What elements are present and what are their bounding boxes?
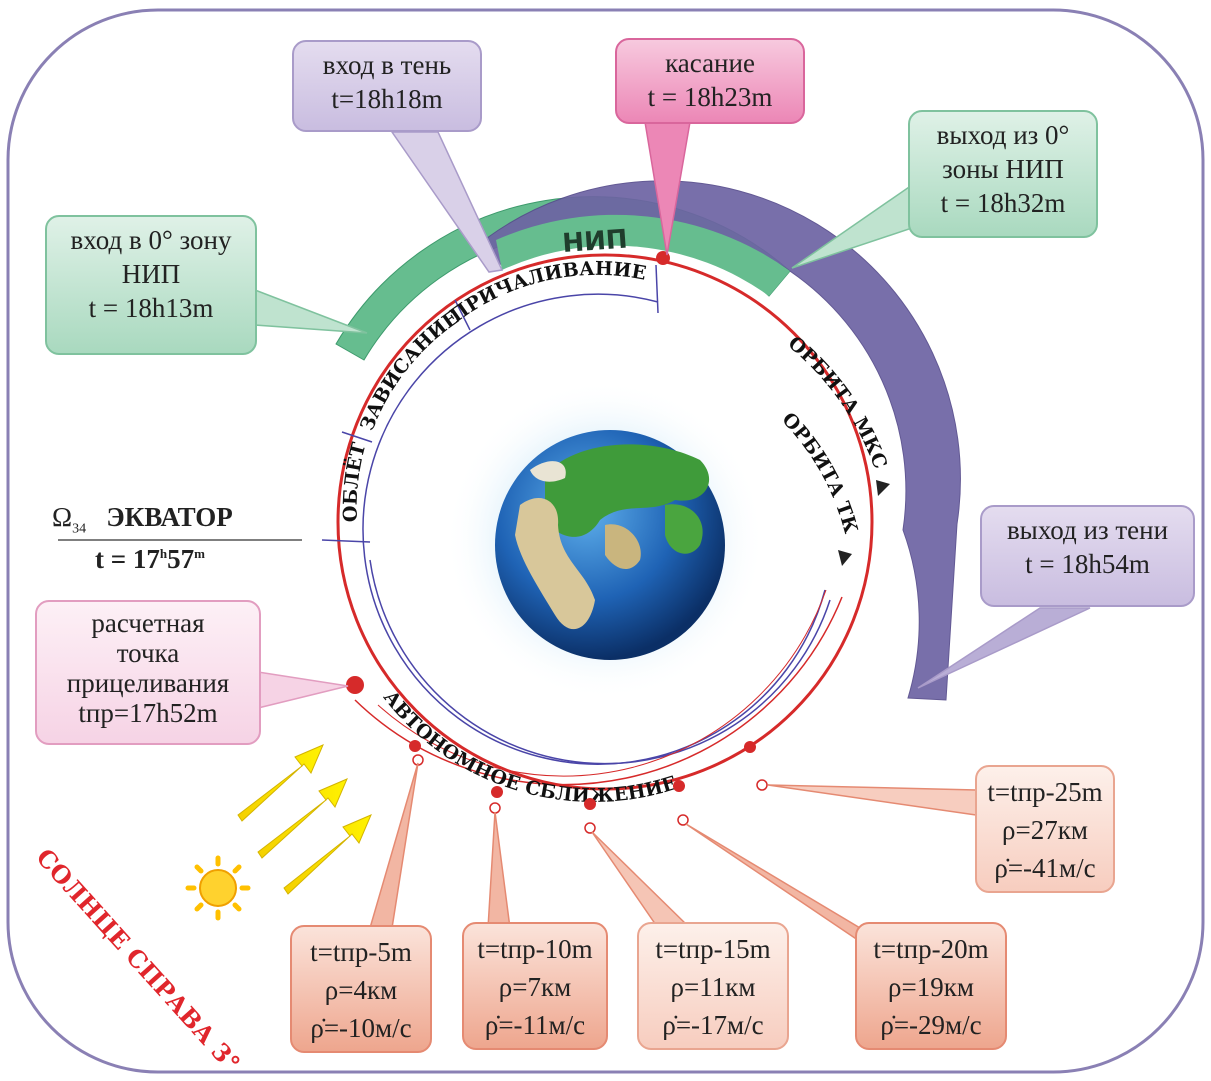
mks-direction-arrow-icon [876, 480, 890, 496]
traj-point-10 [489, 802, 501, 814]
marker-15 [584, 798, 596, 810]
omega-subscript: 34 [72, 521, 87, 537]
equator-label: Ω34 ЭКВАТОР [52, 502, 233, 537]
callout-p25: t=tпр-25m ρ=27км ρ̇=-41м/с [975, 765, 1115, 893]
sun-arrows [237, 744, 372, 895]
marker-5 [409, 740, 421, 752]
traj-point-20 [677, 814, 689, 826]
earth-icon [495, 430, 725, 660]
tail-shadow-in [390, 131, 504, 273]
callout-p20: t=tпр-20m ρ=19км ρ̇=-29м/с [855, 922, 1007, 1050]
divider-oblet [341, 431, 373, 443]
nip-label-band [496, 214, 790, 296]
approach-trajectory-inner [377, 589, 827, 777]
callout-touch: касание t = 18h23m [615, 38, 805, 124]
divider-zavis [454, 299, 471, 331]
callout-shadow-out: выход из тени t = 18h54m [980, 505, 1195, 607]
sun-icon [185, 855, 251, 921]
divider-pricha [655, 264, 659, 314]
callout-p15: t=tпр-15m ρ=11км ρ̇=-17м/с [637, 922, 789, 1050]
equator-time: t = 17h57m [95, 544, 205, 574]
callout-p5: t=tпр-5m ρ=4км ρ̇=-10м/с [290, 925, 432, 1053]
station-orbit-circle [336, 253, 874, 791]
tk-orbit-lower-arc [369, 559, 831, 765]
tail-shadow-out [917, 607, 1091, 689]
aim-point [346, 676, 364, 694]
callout-nip-out: выход из 0° зоны НИП t = 18h32m [908, 110, 1098, 238]
approach-trajectory [354, 596, 843, 786]
tk-direction-arrow-icon [838, 550, 852, 566]
sun-arrow-1-icon [237, 744, 324, 822]
traj-point-15 [584, 822, 596, 834]
equator-word: ЭКВАТОР [106, 502, 233, 532]
sun-arrow-3-icon [283, 814, 372, 895]
callout-nip-in: вход в 0° зону НИП t = 18h13m [45, 215, 257, 355]
divider-equator [321, 539, 371, 543]
omega-symbol: Ω [52, 502, 73, 532]
callout-p10: t=tпр-10m ρ=7км ρ̇=-11м/с [462, 922, 608, 1050]
nip-label: НИП [561, 225, 628, 259]
marker-10 [491, 786, 503, 798]
traj-point-25 [756, 779, 768, 791]
sun-arrow-2-icon [257, 778, 348, 859]
callout-aim: расчетная точка прицеливания tпр=17h52m [35, 600, 261, 745]
marker-20 [673, 780, 685, 792]
marker-25 [744, 741, 756, 753]
callout-shadow-in: вход в тень t=18h18m [292, 40, 482, 132]
tk-orbit-arc [362, 293, 826, 765]
